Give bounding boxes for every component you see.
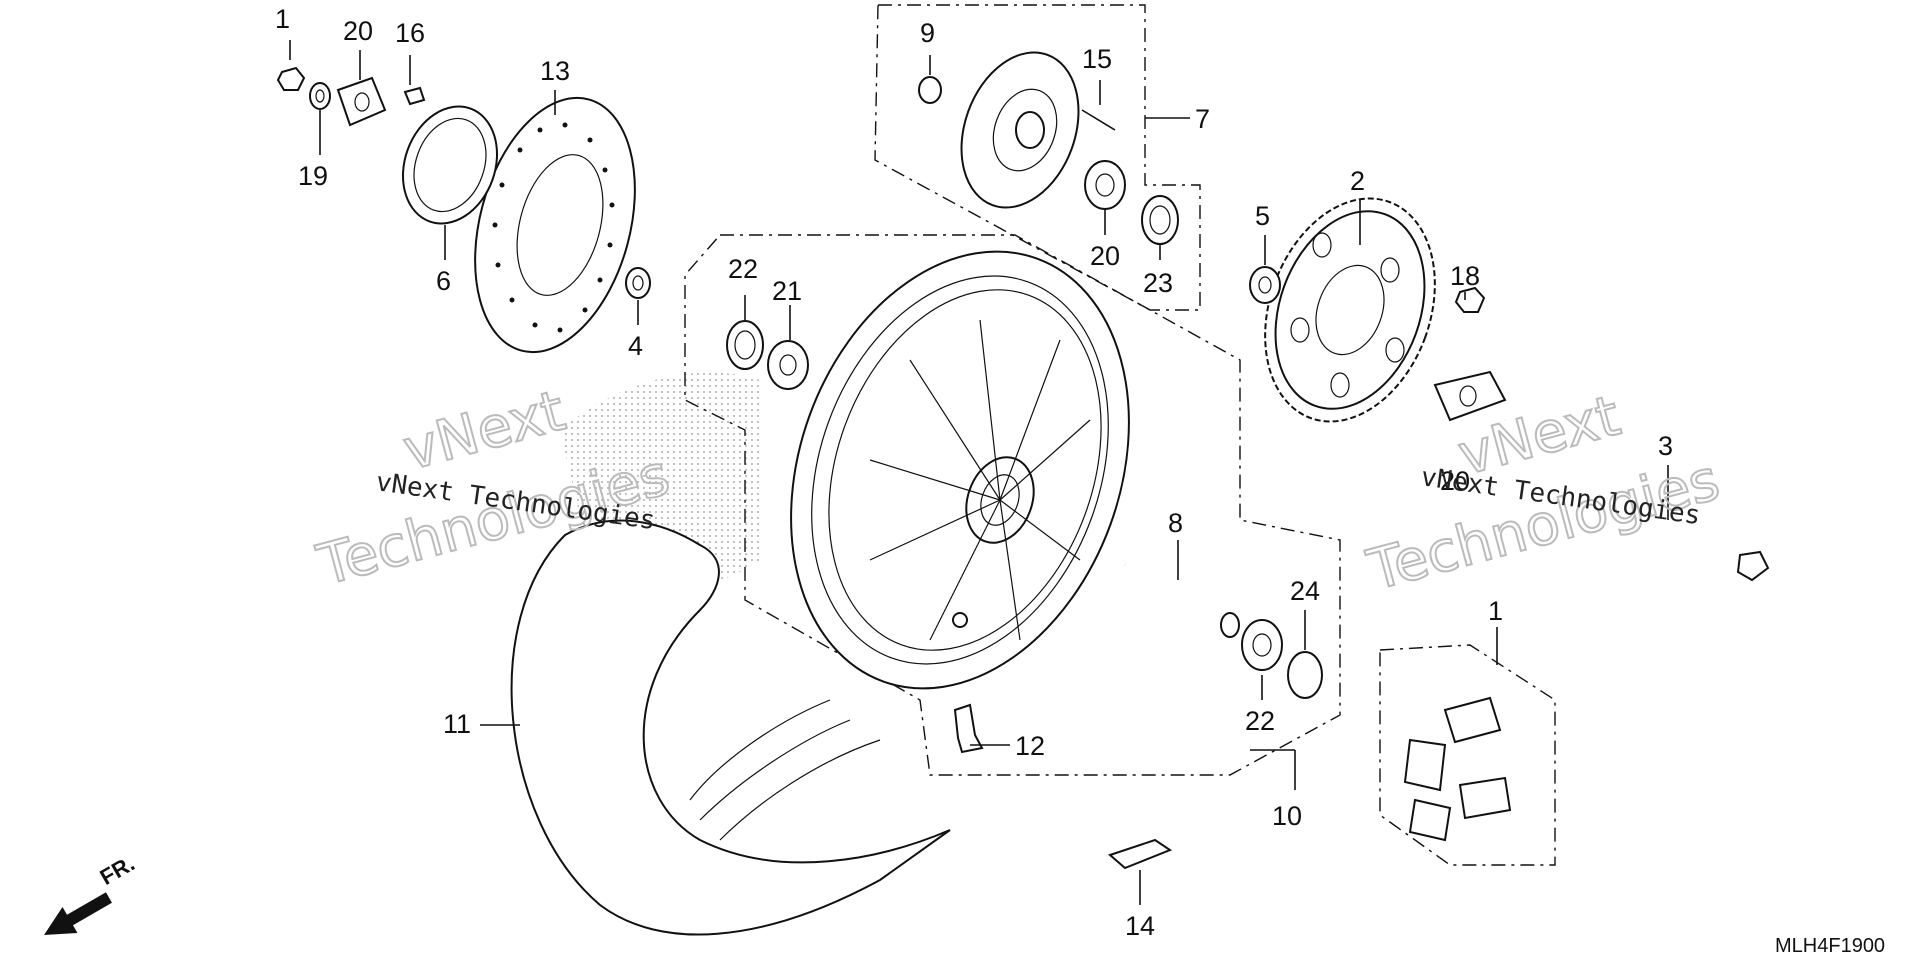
callout-23-wheel: 22	[728, 254, 758, 284]
brake-disc	[474, 96, 636, 354]
nut-18	[1454, 286, 1486, 313]
callout-12: 12	[1015, 731, 1045, 761]
collar-5	[1249, 266, 1281, 304]
callouts: 1 20 16 13 19 6 4 9 15 7 20 23 22 21 5 2…	[275, 4, 1673, 941]
bolt-16	[403, 86, 426, 106]
wheel-rim	[790, 250, 1130, 690]
callout-2: 2	[1350, 166, 1365, 196]
group-outline-1	[1379, 644, 1556, 866]
seal-23b	[1141, 195, 1179, 245]
collar-4	[625, 267, 651, 299]
spacer-8	[1120, 557, 1240, 638]
sprocket	[1264, 197, 1436, 423]
collar-9	[918, 76, 942, 104]
disc-plate	[401, 105, 499, 225]
callout-24: 24	[1290, 576, 1320, 606]
callout-9: 9	[920, 18, 935, 48]
seal-23a	[726, 320, 764, 370]
callout-23-hub: 23	[1143, 268, 1173, 298]
dampers	[1403, 696, 1512, 842]
leader-lines	[289, 40, 1669, 905]
watermark-big-left-1: vNext	[397, 378, 572, 483]
callout-5: 5	[1255, 201, 1270, 231]
bearing-22a	[767, 340, 809, 390]
callout-4: 4	[628, 331, 643, 361]
axle	[1503, 417, 1770, 582]
callout-18: 18	[1450, 261, 1480, 291]
callout-20-right: 20	[1440, 466, 1470, 496]
hub-flange	[960, 51, 1080, 209]
callout-14: 14	[1125, 911, 1155, 941]
group-outline-7	[874, 4, 1201, 311]
part-code: MLH4F1900	[1775, 935, 1885, 957]
callout-22-left: 21	[772, 276, 802, 306]
o-ring-24	[1287, 651, 1323, 699]
bearing-21	[1084, 160, 1126, 210]
nut-17	[276, 66, 306, 91]
callout-10: 10	[1272, 801, 1302, 831]
tire	[510, 519, 951, 936]
callout-13: 13	[540, 56, 570, 86]
weight-14	[1108, 838, 1173, 870]
callout-3: 3	[1658, 431, 1673, 461]
bracket-20	[336, 76, 387, 127]
callout-15: 15	[1082, 44, 1112, 74]
callout-21: 20	[1090, 241, 1120, 271]
washer-19	[309, 82, 331, 110]
callout-17: 1	[275, 4, 290, 34]
callout-11: 11	[443, 709, 471, 739]
group-outline-10	[684, 234, 1341, 776]
callout-8: 8	[1168, 508, 1183, 538]
bracket-20b	[1433, 370, 1507, 422]
callout-22-right: 22	[1245, 706, 1275, 736]
callout-16: 16	[395, 18, 425, 48]
callout-19: 19	[298, 161, 328, 191]
bearing-22b	[1241, 619, 1283, 671]
front-arrow: FR.	[44, 851, 139, 935]
callout-6: 6	[436, 266, 451, 296]
stud-15	[1081, 109, 1116, 131]
front-label: FR.	[96, 851, 139, 890]
callout-20: 20	[343, 16, 373, 46]
callout-1: 1	[1488, 596, 1503, 626]
callout-7: 7	[1195, 104, 1210, 134]
valve-12	[953, 703, 984, 754]
